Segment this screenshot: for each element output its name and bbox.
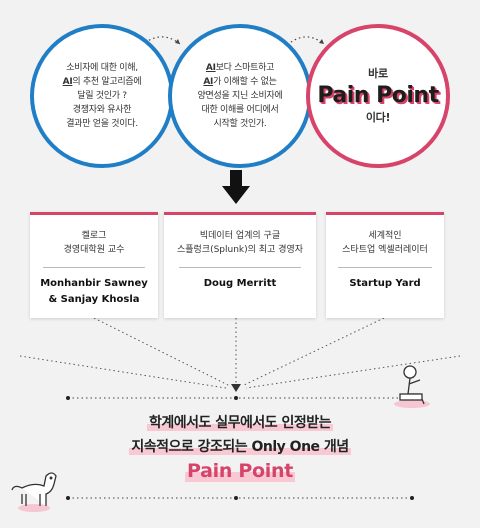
bottom-pain-point: Pain Point [0, 460, 480, 482]
frame-lines [68, 397, 412, 499]
card-3-name-line-1: Startup Yard [349, 278, 421, 289]
dog-illustration [11, 472, 57, 512]
card-1-desc: 켈로그 경영대학원 교수 [64, 229, 125, 257]
down-arrow-icon [222, 170, 250, 204]
card-3-desc: 세계적인 스타트업 엑셀러레이터 [342, 229, 428, 257]
card-2-separator [179, 267, 301, 268]
circle-2-line-1: AI보다 스마트하고 [205, 63, 275, 73]
circle-1-line-3: 달릴 것인가 ? [77, 91, 127, 101]
arc-arrowhead-1 [175, 39, 180, 44]
bottom-line-2-text: 지속적으로 강조되는 Only One 개념 [129, 439, 351, 455]
circle-consumer-understanding: 소비자에 대한 이해, AI의 추천 알고리즘에 달릴 것인가 ? 경쟁자와 유… [30, 24, 174, 168]
card-1-name-line-2: & Sanjay Khosla [48, 294, 140, 305]
circle-1-line-5: 결과만 얻을 것이다. [66, 119, 138, 129]
circle-3-bottom: 이다! [365, 111, 391, 124]
card-2-name-line-1: Doug Merritt [203, 278, 277, 289]
circle-2-line-3: 양면성을 지닌 소비자에 [197, 91, 283, 101]
circle-pain-point: 바로 Pain Point 이다! [306, 24, 450, 168]
card-3-desc-line-1: 세계적인 [368, 231, 402, 241]
card-2-desc-line-1: 빅데이터 업계의 구글 [199, 231, 281, 241]
circle-smarter-than-ai: AI보다 스마트하고 AI가 이해할 수 없는 양면성을 지닌 소비자에 대한 … [168, 24, 312, 168]
card-kellogg: 켈로그 경영대학원 교수 Monhanbir Sawney & Sanjay K… [30, 212, 158, 318]
card-2-desc: 빅데이터 업계의 구글 스플렁크(Splunk)의 최고 경영자 [177, 229, 303, 257]
circle-1-line-2: AI의 추천 알고리즘에 [62, 77, 142, 87]
card-splunk: 빅데이터 업계의 구글 스플렁크(Splunk)의 최고 경영자 Doug Me… [164, 212, 316, 318]
bottom-line-1-text: 학계에서도 실무에서도 인정받는 [146, 415, 334, 431]
card-3-name: Startup Yard [349, 276, 420, 292]
circle-2-line-5: 시작할 것인가. [213, 119, 267, 129]
sitting-person-illustration [394, 365, 430, 408]
card-1-desc-line-2: 경영대학원 교수 [63, 245, 125, 255]
circle-2-line-2: AI가 이해할 수 없는 [203, 77, 277, 87]
circle-3-top: 바로 [368, 67, 388, 80]
bottom-pain-point-text: Pain Point [185, 460, 295, 482]
card-3-separator [337, 267, 433, 268]
converging-lines [19, 317, 461, 389]
card-2-name: Doug Merritt [204, 276, 277, 292]
converge-arrowhead [231, 384, 241, 392]
bottom-line-2: 지속적으로 강조되는 Only One 개념 [0, 436, 480, 456]
card-1-desc-line-1: 켈로그 [81, 231, 107, 241]
card-startup-yard: 세계적인 스타트업 엑셀러레이터 Startup Yard [326, 212, 444, 318]
bottom-line-1: 학계에서도 실무에서도 인정받는 [0, 412, 480, 432]
circle-1-line-4: 경쟁자와 유사한 [72, 105, 132, 115]
card-1-name: Monhanbir Sawney & Sanjay Khosla [40, 276, 148, 308]
arc-arrowhead-2 [319, 39, 324, 44]
circle-2-line-4: 대한 이해를 어디에서 [201, 105, 279, 115]
card-3-desc-line-2: 스타트업 엑셀러레이터 [342, 245, 428, 255]
card-1-separator [42, 267, 146, 268]
circle-3-pain-point: Pain Point [317, 83, 439, 108]
card-2-desc-line-2: 스플렁크(Splunk)의 최고 경영자 [176, 245, 304, 255]
circle-1-line-1: 소비자에 대한 이해, [66, 63, 138, 73]
card-1-name-line-1: Monhanbir Sawney [40, 278, 148, 289]
